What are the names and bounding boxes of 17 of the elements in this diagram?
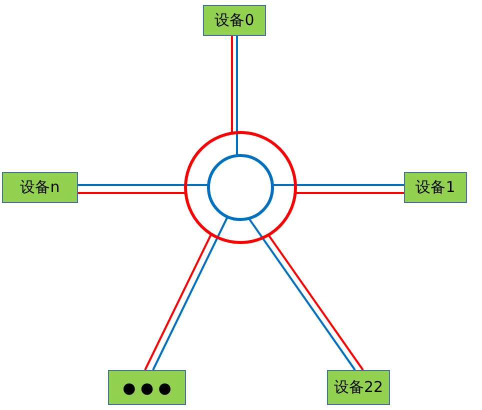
connection-line	[78, 184, 208, 186]
connection-line	[272, 184, 404, 186]
connection-line	[144, 233, 212, 370]
device-box: 设备22	[327, 370, 390, 405]
connection-line	[231, 36, 233, 133]
ring-circle	[206, 154, 274, 220]
device-box: 设备1	[404, 172, 467, 203]
connection-line	[294, 192, 404, 194]
connection-line	[236, 36, 238, 156]
connection-line	[248, 217, 356, 371]
device-box: ● ● ●	[108, 370, 186, 405]
connection-line	[78, 192, 186, 194]
connection-line	[152, 216, 229, 370]
device-box: 设备0	[203, 5, 266, 36]
connection-line	[267, 234, 364, 371]
ring-circle	[184, 130, 296, 244]
device-box: 设备n	[2, 172, 78, 203]
